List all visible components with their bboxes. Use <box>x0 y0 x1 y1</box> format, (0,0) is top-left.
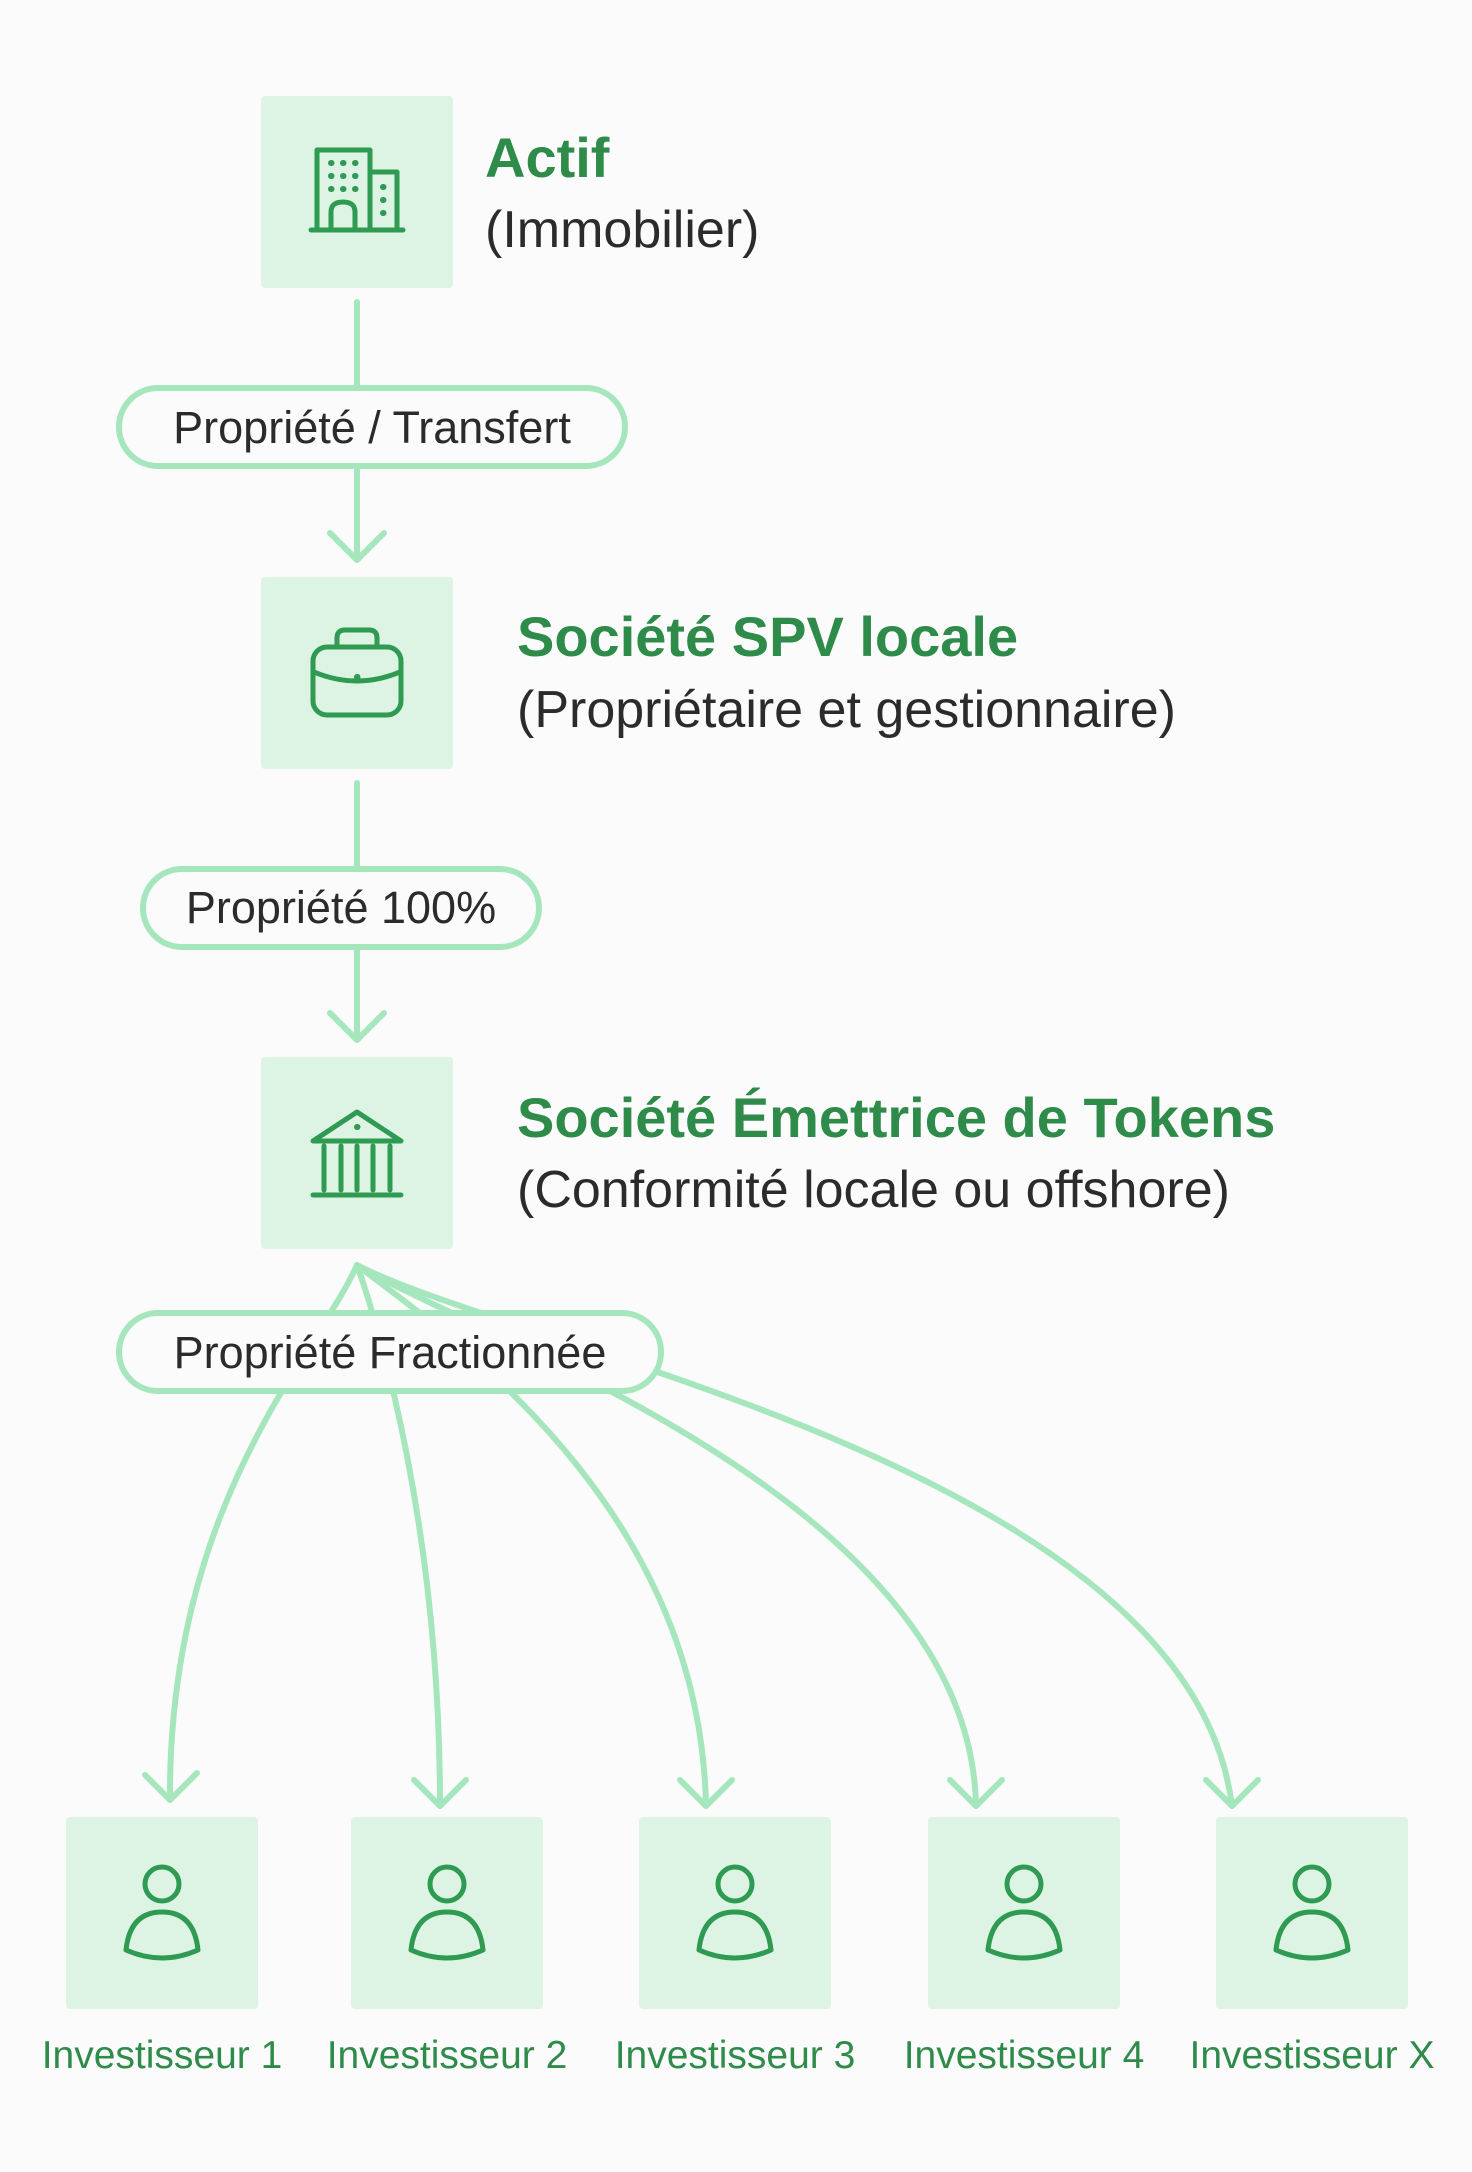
asset-title: Actif <box>485 126 610 189</box>
arrowhead-investor-4 <box>947 1777 1005 1809</box>
asset-subtitle: (Immobilier) <box>485 201 759 259</box>
edge-issuer-to-investor-4 <box>354 1262 979 1809</box>
user-icon <box>985 1864 1063 1961</box>
edge-label-issuer-to-investors-text: Propriété Fractionnée <box>174 1327 607 1378</box>
user-icon <box>123 1864 201 1961</box>
issuer-title: Société Émettrice de Tokens <box>517 1086 1275 1149</box>
edge-label-spv-to-issuer-text: Propriété 100% <box>186 882 496 933</box>
arrowhead-investor-x <box>1203 1777 1261 1809</box>
edge-label-asset-to-spv: Propriété / Transfert <box>116 385 628 469</box>
issuer-subtitle: (Conformité locale ou offshore) <box>517 1161 1230 1219</box>
node-spv: Société SPV locale (Propriétaire et gest… <box>261 577 1176 769</box>
arrowhead-investor-1 <box>142 1770 200 1803</box>
investor-label: Investisseur 3 <box>615 2034 856 2077</box>
edge-label-issuer-to-investors: Propriété Fractionnée <box>116 1310 664 1394</box>
node-asset: Actif (Immobilier) <box>261 96 759 288</box>
edge-label-asset-to-spv-text: Propriété / Transfert <box>173 402 571 453</box>
user-icon <box>408 1864 486 1961</box>
briefcase-icon <box>310 627 404 718</box>
investor-label: Investisseur 4 <box>904 2034 1145 2077</box>
edge-issuer-to-investor-2 <box>354 1262 443 1809</box>
building-icon <box>308 147 406 233</box>
investor-label: Investisseur 1 <box>42 2034 283 2077</box>
investor-2: Investisseur 2 <box>327 1817 568 2077</box>
bank-icon <box>310 1109 404 1198</box>
arrowhead-investor-3 <box>677 1777 735 1809</box>
spv-title: Société SPV locale <box>517 605 1018 668</box>
edge-label-spv-to-issuer: Propriété 100% <box>140 866 542 950</box>
node-issuer: Société Émettrice de Tokens (Conformité … <box>261 1057 1275 1249</box>
spv-subtitle: (Propriétaire et gestionnaire) <box>517 681 1176 739</box>
investor-3: Investisseur 3 <box>615 1817 856 2077</box>
user-icon <box>1273 1864 1351 1961</box>
investor-label: Investisseur X <box>1190 2034 1435 2077</box>
investor-x: Investisseur X <box>1190 1817 1435 2077</box>
investor-label: Investisseur 2 <box>327 2034 568 2077</box>
edge-spv-to-issuer-arrow <box>327 1010 387 1043</box>
user-icon <box>696 1864 774 1961</box>
edge-issuer-to-investor-x <box>354 1262 1235 1809</box>
asset-box <box>261 96 453 288</box>
investor-4: Investisseur 4 <box>904 1817 1145 2077</box>
spv-box <box>261 577 453 769</box>
edge-issuer-to-investor-3 <box>354 1262 709 1809</box>
edge-issuer-to-investor-1 <box>166 1262 360 1803</box>
edge-asset-to-spv-arrow <box>327 530 387 563</box>
investor-1: Investisseur 1 <box>42 1817 283 2077</box>
connectors <box>142 299 1261 1809</box>
arrowhead-investor-2 <box>411 1777 469 1809</box>
